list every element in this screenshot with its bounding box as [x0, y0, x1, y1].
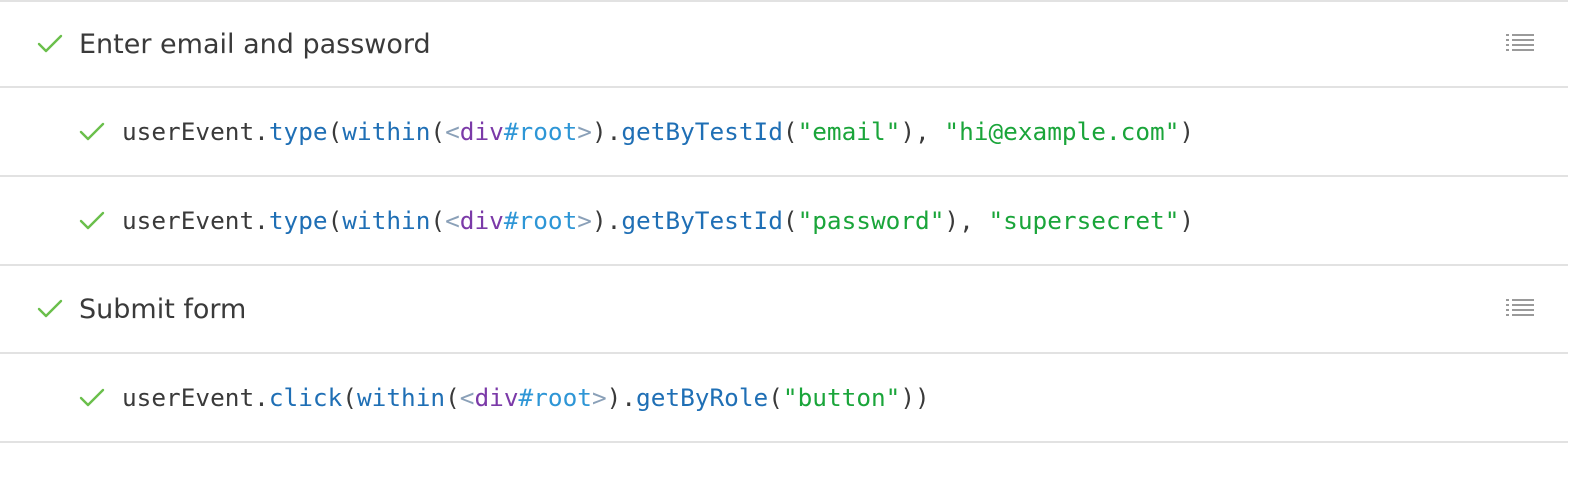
- code-string: "supersecret": [988, 206, 1180, 235]
- code-string: "password": [797, 206, 945, 235]
- code-function: click: [268, 383, 343, 412]
- code-punctuation: (: [782, 117, 798, 146]
- code-angle-bracket: <: [445, 206, 460, 235]
- list-icon[interactable]: [1505, 31, 1535, 57]
- code-angle-bracket: <: [445, 117, 460, 146]
- step-row[interactable]: userEvent.type(within(<div#root>).getByT…: [0, 177, 1568, 266]
- list-icon[interactable]: [1505, 296, 1535, 322]
- code-angle-bracket: <: [459, 383, 475, 412]
- code-punctuation: (: [430, 117, 446, 146]
- code-punctuation: (: [445, 383, 460, 412]
- code-punctuation: .: [254, 206, 269, 235]
- code-element-id: #root: [503, 117, 578, 146]
- code-punctuation: )): [900, 383, 930, 412]
- code-identifier: userEvent: [122, 117, 255, 146]
- code-punctuation: ): [1179, 206, 1195, 235]
- code-function: within: [342, 206, 431, 235]
- step-code: userEvent.click(within(<div#root>).getBy…: [122, 383, 930, 412]
- code-punctuation: ).: [606, 383, 637, 412]
- step-group-title: Submit form: [79, 293, 247, 325]
- code-punctuation: (: [768, 383, 783, 412]
- code-function: within: [342, 117, 431, 146]
- code-tag-name: div: [459, 117, 504, 146]
- checkmark-icon: [77, 117, 107, 147]
- code-punctuation: .: [254, 383, 269, 412]
- code-string: "hi@example.com": [944, 117, 1180, 146]
- code-tag-name: div: [459, 206, 504, 235]
- checkmark-icon: [35, 294, 65, 324]
- step-group-enter-email-and-password[interactable]: Enter email and password: [0, 0, 1568, 88]
- code-function: getByTestId: [621, 206, 783, 235]
- checkmark-icon: [77, 383, 107, 413]
- code-function: type: [268, 206, 328, 235]
- code-punctuation: (: [342, 383, 357, 412]
- code-function: type: [268, 117, 328, 146]
- step-row[interactable]: userEvent.click(within(<div#root>).getBy…: [0, 354, 1568, 443]
- code-identifier: userEvent: [122, 206, 255, 235]
- code-punctuation: ): [1179, 117, 1195, 146]
- code-string: "email": [797, 117, 901, 146]
- code-string: "button": [782, 383, 901, 412]
- code-punctuation: ).: [591, 117, 622, 146]
- step-row[interactable]: userEvent.type(within(<div#root>).getByT…: [0, 88, 1568, 177]
- step-code: userEvent.type(within(<div#root>).getByT…: [122, 117, 1194, 146]
- code-function: getByTestId: [621, 117, 783, 146]
- code-angle-bracket: >: [577, 206, 592, 235]
- checkmark-icon: [77, 206, 107, 236]
- code-punctuation: (: [327, 206, 343, 235]
- step-code: userEvent.type(within(<div#root>).getByT…: [122, 206, 1194, 235]
- code-angle-bracket: >: [577, 117, 592, 146]
- code-element-id: #root: [503, 206, 578, 235]
- step-group-submit-form[interactable]: Submit form: [0, 266, 1568, 354]
- code-function: getByRole: [636, 383, 769, 412]
- code-angle-bracket: >: [591, 383, 607, 412]
- code-punctuation: ).: [591, 206, 622, 235]
- code-punctuation: ),: [900, 117, 945, 146]
- code-punctuation: (: [327, 117, 343, 146]
- code-punctuation: ),: [944, 206, 989, 235]
- code-element-id: #root: [518, 383, 592, 412]
- code-punctuation: .: [254, 117, 269, 146]
- code-punctuation: (: [782, 206, 798, 235]
- code-function: within: [356, 383, 446, 412]
- code-punctuation: (: [430, 206, 446, 235]
- step-group-title: Enter email and password: [79, 28, 431, 60]
- code-tag-name: div: [474, 383, 519, 412]
- checkmark-icon: [35, 29, 65, 59]
- code-identifier: userEvent: [122, 383, 255, 412]
